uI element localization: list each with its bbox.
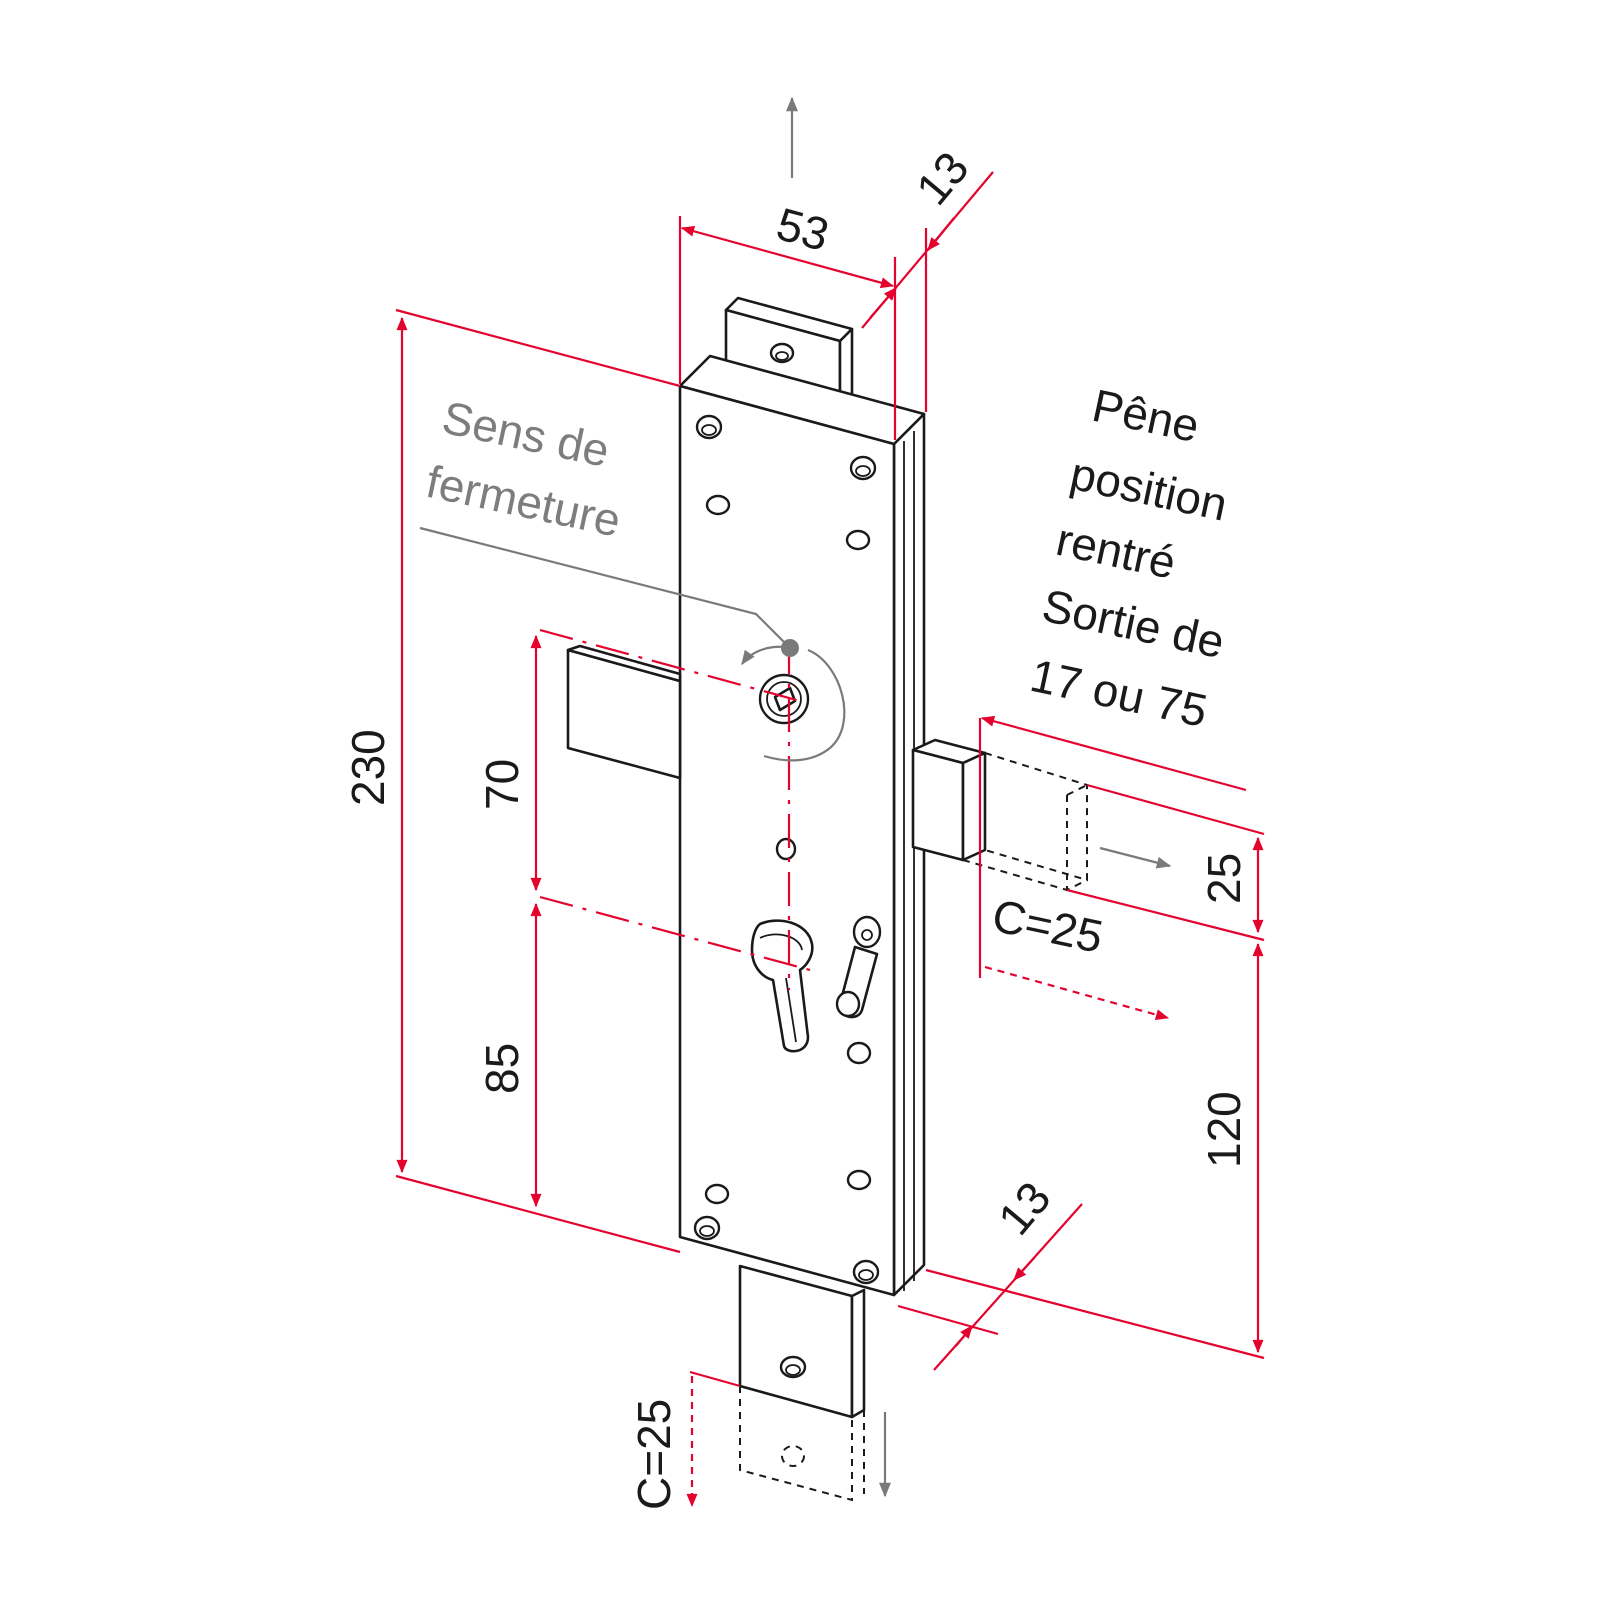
bottom-plate-extended xyxy=(739,1386,853,1502)
centerlines xyxy=(539,628,811,990)
closing-direction-note: Sens de fermeture xyxy=(422,391,625,547)
dim-c25-side: C=25 xyxy=(988,889,1108,963)
bottom-bolt-plate xyxy=(738,1264,854,1419)
right-arrow xyxy=(1099,846,1172,869)
latch-lever xyxy=(835,915,882,1019)
dim-70: 70 xyxy=(476,759,528,810)
dim-53: 53 xyxy=(771,197,834,260)
handle-follower xyxy=(758,673,810,725)
dim-230: 230 xyxy=(342,729,394,806)
faceplate-edge xyxy=(892,412,926,1297)
dim-13-bottom: 13 xyxy=(988,1172,1061,1245)
dimension-labels: 53 13 230 70 85 25 120 13 C=25 C=25 xyxy=(342,142,1250,1510)
leader-dot xyxy=(781,639,799,657)
lock-body xyxy=(566,296,1088,1502)
dead-bolt-extended xyxy=(984,752,1088,882)
dim-25: 25 xyxy=(1198,853,1250,904)
bolt-position-note: Pêne position rentré Sortie de 17 ou 75 xyxy=(1026,379,1232,737)
bottom-plate-screw xyxy=(779,1355,807,1379)
dim-120: 120 xyxy=(1198,1091,1250,1168)
dim-c25-bottom: C=25 xyxy=(628,1399,680,1510)
bolt-note-line-5: 17 ou 75 xyxy=(1026,649,1212,737)
dimension-lines xyxy=(395,171,1265,1508)
motion-arrows xyxy=(419,96,1172,1498)
mounting-holes xyxy=(693,414,880,1285)
bolt-note-line-1: Pêne xyxy=(1088,379,1204,452)
rotation-arrow xyxy=(763,648,846,762)
closing-direction-leader xyxy=(419,526,789,647)
bolt-note-line-3: rentré xyxy=(1052,513,1180,589)
dim-85: 85 xyxy=(476,1043,528,1094)
cylinder-cutout xyxy=(750,919,814,1053)
